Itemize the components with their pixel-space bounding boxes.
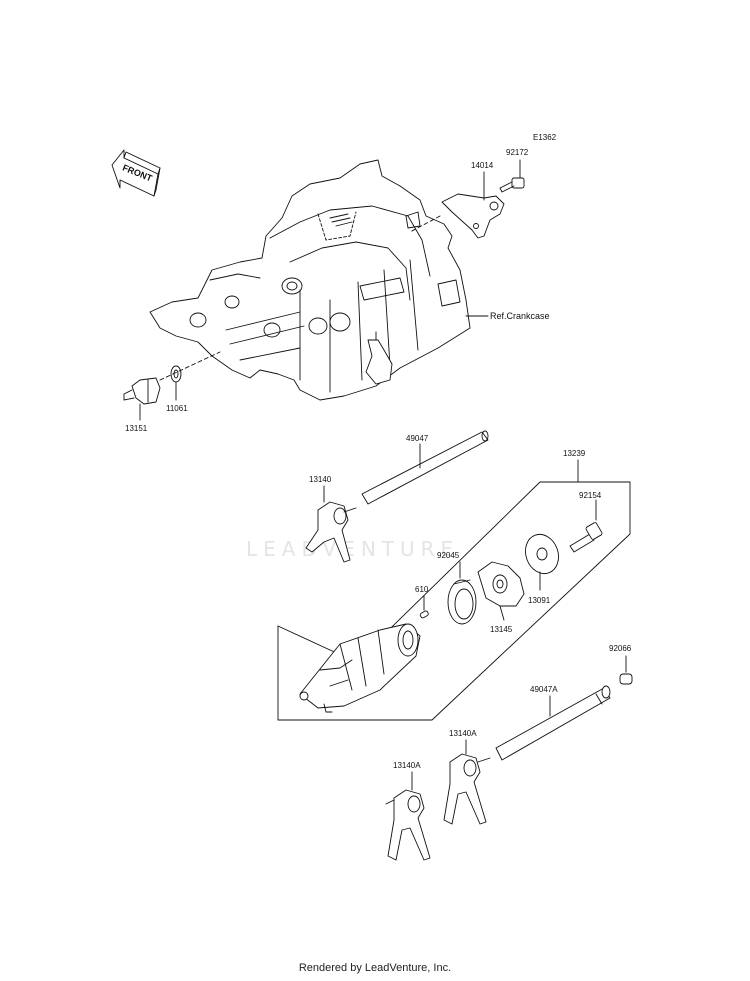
part-14014-bracket: [441, 193, 505, 239]
shift-drum: [299, 623, 421, 713]
part-49047-shaft: [361, 430, 489, 505]
label-92066: 92066: [609, 644, 632, 653]
part-49047A-shaft: [495, 685, 611, 761]
part-13140A-fork-left: [385, 789, 431, 861]
label-13151: 13151: [125, 424, 148, 433]
crankcase-drawing: [149, 159, 471, 401]
part-92172-bolt: [499, 177, 525, 193]
part-610-pin: [419, 610, 429, 619]
front-arrow-icon: [111, 149, 161, 197]
label-11061: 11061: [166, 404, 188, 413]
label-49047: 49047: [406, 434, 429, 443]
part-13151-switch: [123, 377, 161, 405]
label-14014: 14014: [471, 161, 494, 170]
label-13140A-left: 13140A: [393, 761, 421, 770]
diagram-code: E1362: [533, 133, 557, 142]
part-13140A-fork-right: [443, 753, 491, 825]
label-13140: 13140: [309, 475, 332, 484]
ref-crankcase-label: Ref.Crankcase: [490, 311, 550, 321]
part-13140-fork: [305, 501, 357, 563]
label-13239: 13239: [563, 449, 586, 458]
part-92045-bearing: [447, 579, 477, 625]
footer-credit: Rendered by LeadVenture, Inc.: [298, 962, 452, 974]
label-49047A: 49047A: [530, 685, 558, 694]
label-13145: 13145: [490, 625, 513, 634]
label-92045: 92045: [437, 551, 460, 560]
part-13145-cam: [477, 561, 525, 607]
part-92066-cap: [619, 673, 633, 685]
label-92154: 92154: [579, 491, 602, 500]
label-92172: 92172: [506, 148, 529, 157]
label-13140A-right: 13140A: [449, 729, 477, 738]
part-13091-plate: [525, 533, 559, 575]
label-610: 610: [415, 585, 429, 594]
part-92154-bolt: [569, 522, 603, 553]
label-13091: 13091: [528, 596, 551, 605]
